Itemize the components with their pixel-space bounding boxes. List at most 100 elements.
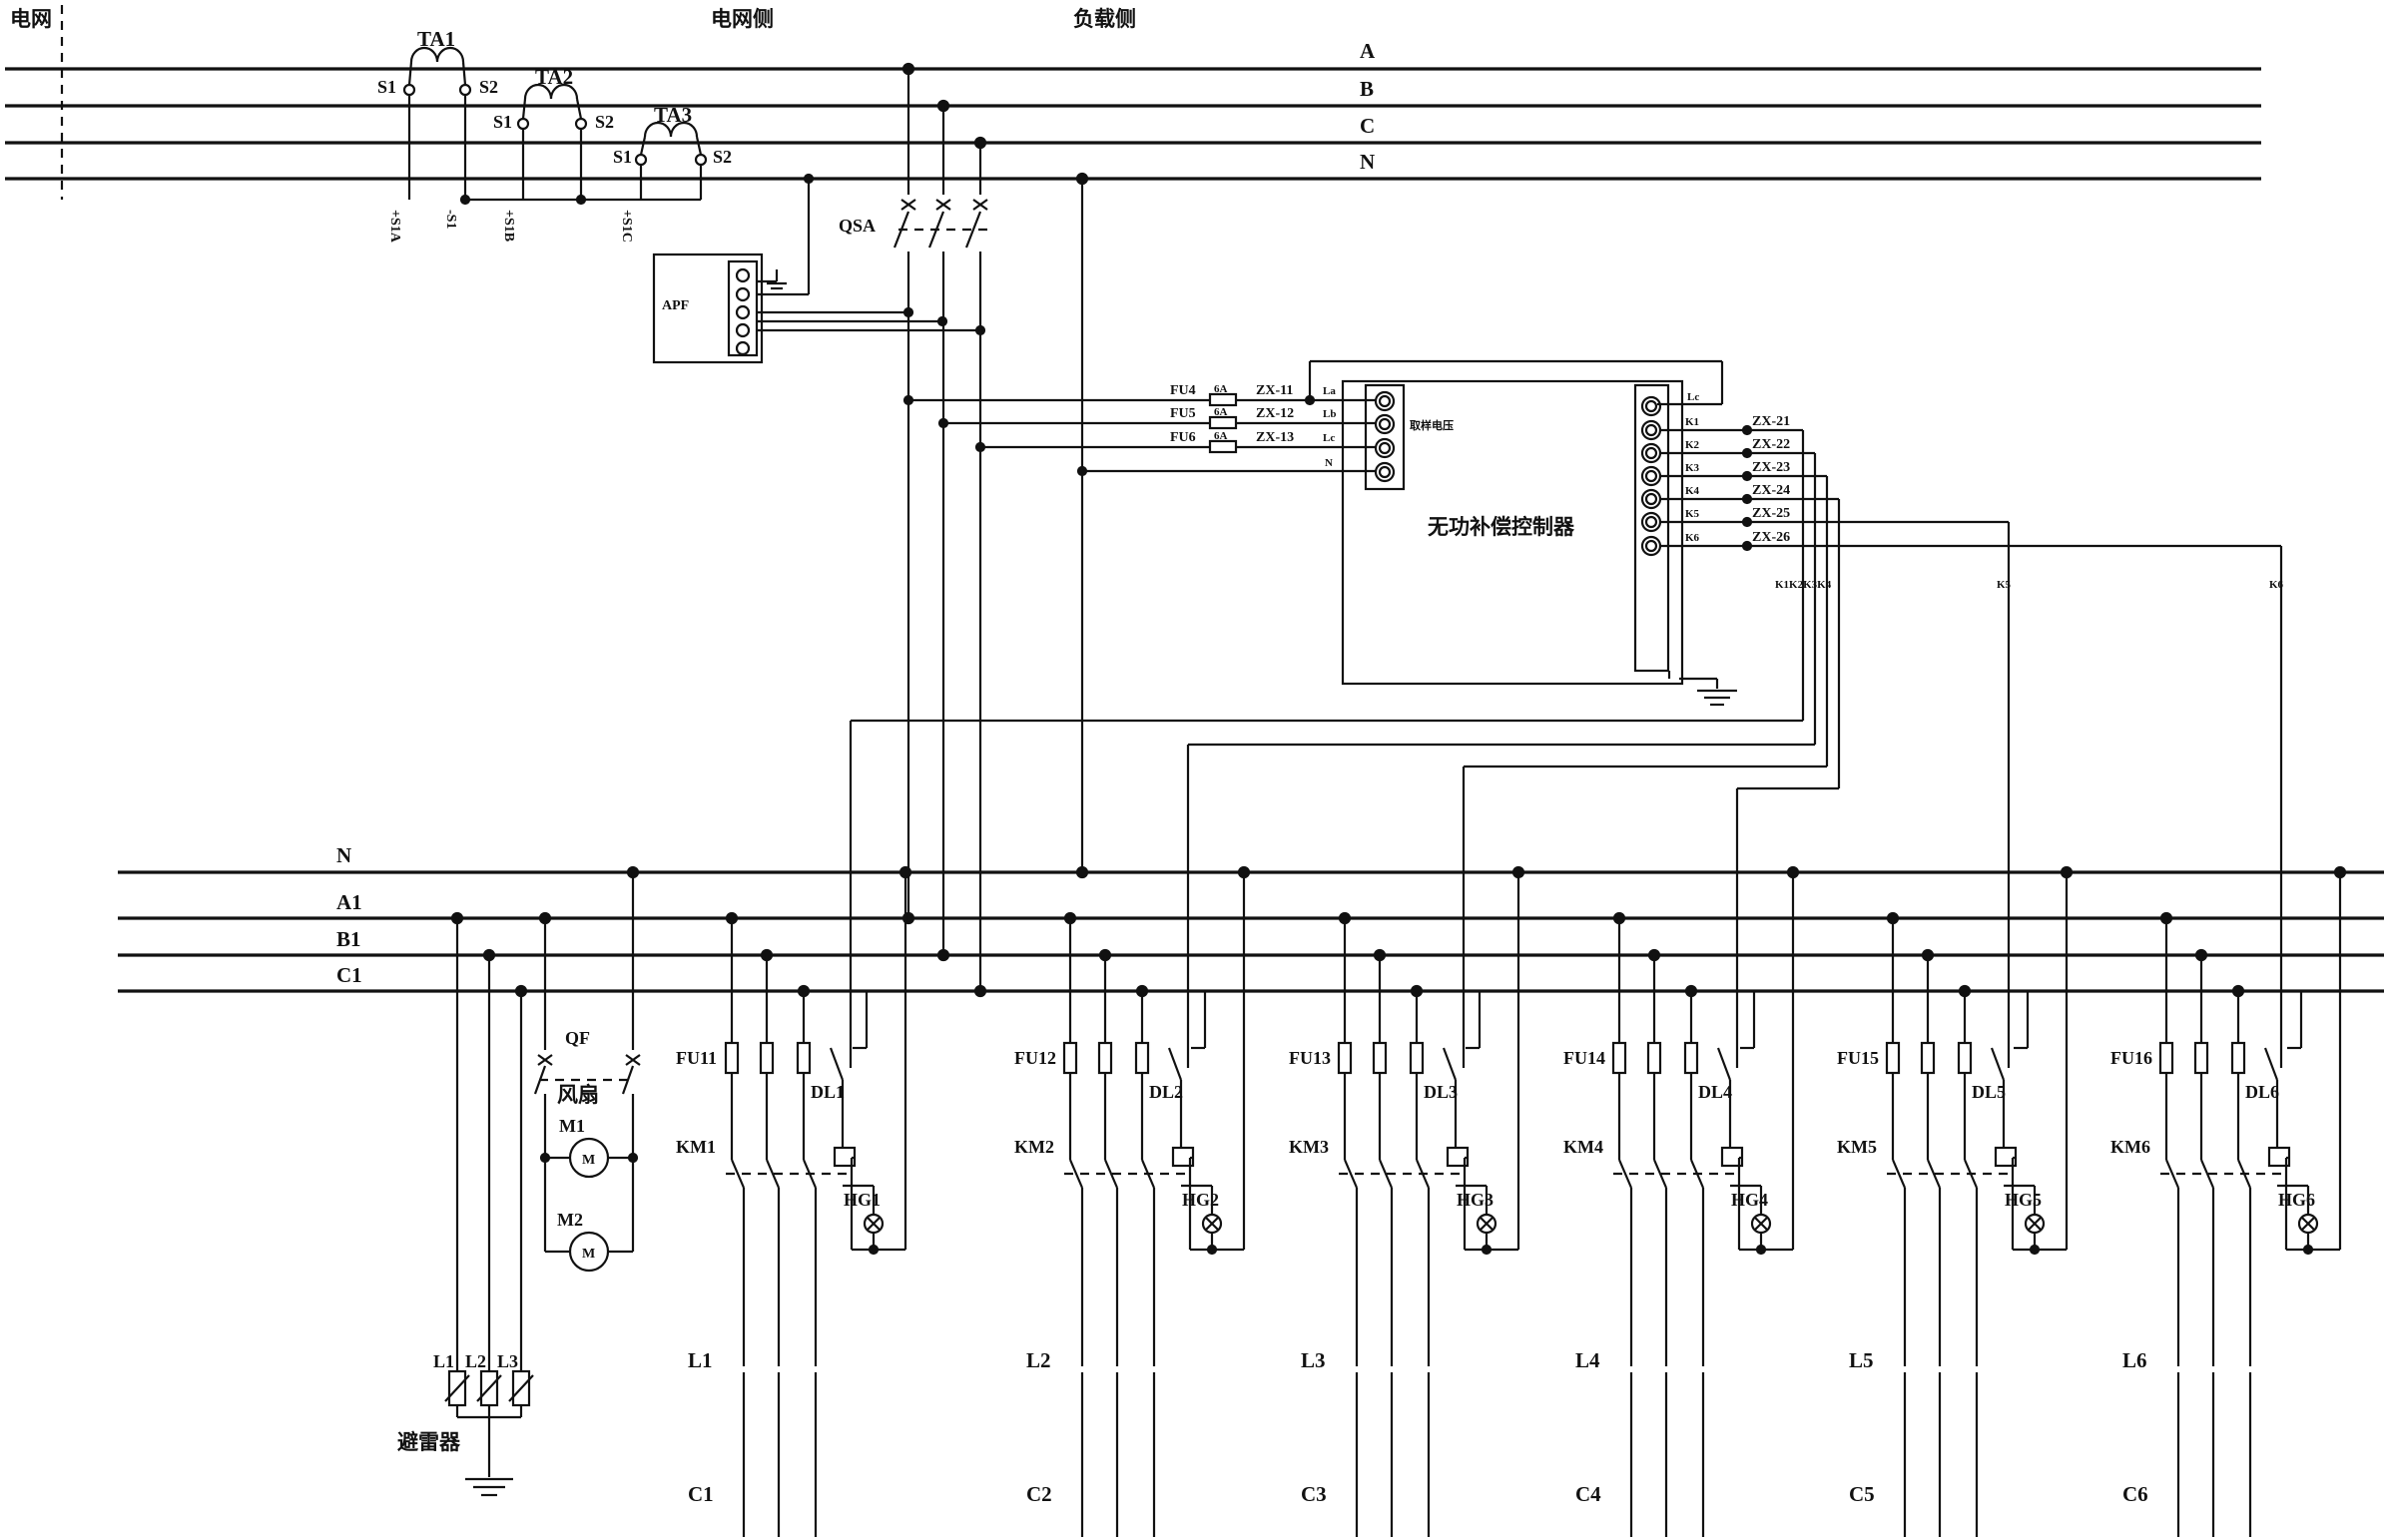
contactor-label: KM1 (676, 1137, 716, 1157)
fuse (1337, 1041, 1353, 1075)
contactor-switch (1652, 1159, 1668, 1189)
fuse (1409, 1041, 1425, 1075)
bus-bottom-c1-label: C1 (336, 963, 362, 987)
svg-text:Lc: Lc (1687, 391, 1699, 403)
capacitor-label: C3 (1301, 1482, 1327, 1506)
contactor-label: KM6 (2110, 1137, 2150, 1157)
fan-motor-m1: M M1 (545, 1116, 633, 1179)
lamp-label: HG2 (1182, 1190, 1219, 1210)
load-side-label: 负载侧 (1073, 7, 1136, 31)
svg-text:避雷器: 避雷器 (397, 1430, 461, 1454)
reactor-label: L5 (1849, 1348, 1874, 1372)
output-k6: K6 ZX-26 (1660, 530, 1790, 552)
fuse (2158, 1041, 2174, 1075)
dl-contact (1442, 1047, 1458, 1081)
fuse-label: FU15 (1837, 1048, 1879, 1068)
relay-label: DL5 (1972, 1082, 2006, 1102)
grid-side-label: 电网侧 (711, 7, 774, 31)
svg-text:取样电压: 取样电压 (1410, 418, 1454, 432)
bus-b-label: B (1360, 77, 1374, 101)
contactor-switch (1068, 1159, 1084, 1189)
n-pin-label: N (1325, 457, 1333, 469)
bus-n-label: N (1360, 150, 1375, 174)
reactor-label: L6 (2122, 1348, 2147, 1372)
svg-text:M1: M1 (559, 1116, 585, 1136)
surge-arrester: L1 L2 L3 避雷器 (397, 1351, 534, 1454)
relay-label: DL4 (1698, 1082, 1732, 1102)
fuse-label: FU14 (1563, 1048, 1605, 1068)
capacitor-label: C4 (1575, 1482, 1601, 1506)
relay-label: DL2 (1149, 1082, 1183, 1102)
capacitor-label: C2 (1026, 1482, 1052, 1506)
svg-text:TA1: TA1 (417, 27, 455, 51)
lamp-label: HG3 (1457, 1190, 1493, 1210)
fuse (1920, 1041, 1936, 1075)
svg-text:ZX-26: ZX-26 (1752, 530, 1790, 545)
svg-text:M: M (582, 1153, 595, 1168)
contactor-switch (2164, 1159, 2180, 1189)
contactor-switch (1926, 1159, 1942, 1189)
bus-label-k5: K5 (1997, 579, 2012, 591)
svg-text:L3: L3 (497, 1351, 518, 1371)
fuse (1957, 1041, 1973, 1075)
ct-term-s1c: +S1C (619, 210, 634, 243)
svg-text:Lc: Lc (1323, 432, 1335, 444)
bus-a-label: A (1360, 39, 1376, 63)
svg-text:APF: APF (662, 298, 689, 313)
reactive-controller: 取样电压 无功补偿控制器 Lc (1341, 379, 1699, 686)
svg-text:M: M (582, 1247, 595, 1262)
fuse (1885, 1041, 1901, 1075)
contactor-label: KM4 (1563, 1137, 1603, 1157)
svg-text:6A: 6A (1214, 406, 1228, 418)
lamp-label: HG5 (2005, 1190, 2042, 1210)
lamp-label: HG4 (1731, 1190, 1768, 1210)
fuse (2193, 1041, 2209, 1075)
relay-label: DL1 (811, 1082, 845, 1102)
fan-breaker-qf: QF 风扇 (533, 1028, 641, 1107)
fuse-fu5: FU5 6A ZX-12 Lb (1170, 406, 1336, 430)
qsa-switch: QSA (839, 199, 988, 249)
lamp-label: HG6 (2278, 1190, 2315, 1210)
fuse (1134, 1041, 1150, 1075)
reactor-label: L3 (1301, 1348, 1326, 1372)
bus-bottom-a1-label: A1 (336, 890, 362, 914)
fuse (1062, 1041, 1078, 1075)
svg-text:S1: S1 (493, 112, 512, 132)
ct-term-s1b: +S1B (501, 210, 516, 242)
lamp-label: HG1 (844, 1190, 881, 1210)
svg-text:ZX-13: ZX-13 (1256, 430, 1294, 445)
fuse-label: FU16 (2110, 1048, 2152, 1068)
capacitor-label: C1 (688, 1482, 714, 1506)
svg-text:6A: 6A (1214, 383, 1228, 395)
svg-text:ZX-12: ZX-12 (1256, 406, 1294, 421)
svg-text:TA3: TA3 (654, 103, 692, 127)
capacitor-branches: FU11DL1KM1HG1L1C1FU12DL2KM2HG2L2C2FU13DL… (676, 865, 2347, 1537)
contactor-switch (2199, 1159, 2215, 1189)
contactor-switch (1343, 1159, 1359, 1189)
dl-contact (2263, 1047, 2279, 1081)
svg-text:QSA: QSA (839, 216, 876, 236)
fuse (2230, 1041, 2246, 1075)
svg-text:ZX-22: ZX-22 (1752, 437, 1790, 452)
reactor-label: L4 (1575, 1348, 1600, 1372)
fuse (796, 1041, 812, 1075)
fuse (1097, 1041, 1113, 1075)
svg-text:K5: K5 (1685, 508, 1700, 520)
bus-label-k6: K6 (2269, 579, 2284, 591)
contactor-switch (1378, 1159, 1394, 1189)
ct-ta1: TA1 S1 S2 (377, 27, 498, 97)
output-k2: K2 ZX-22 (1660, 437, 1790, 459)
fuse (759, 1041, 775, 1075)
fuse-label: FU12 (1014, 1048, 1056, 1068)
dl-contact (1990, 1047, 2006, 1081)
dl-contact (1167, 1047, 1183, 1081)
svg-text:Lb: Lb (1323, 408, 1336, 420)
svg-text:TA2: TA2 (535, 65, 573, 89)
svg-text:L2: L2 (465, 1351, 486, 1371)
svg-text:K6: K6 (1685, 532, 1700, 544)
svg-text:S1: S1 (613, 147, 632, 167)
